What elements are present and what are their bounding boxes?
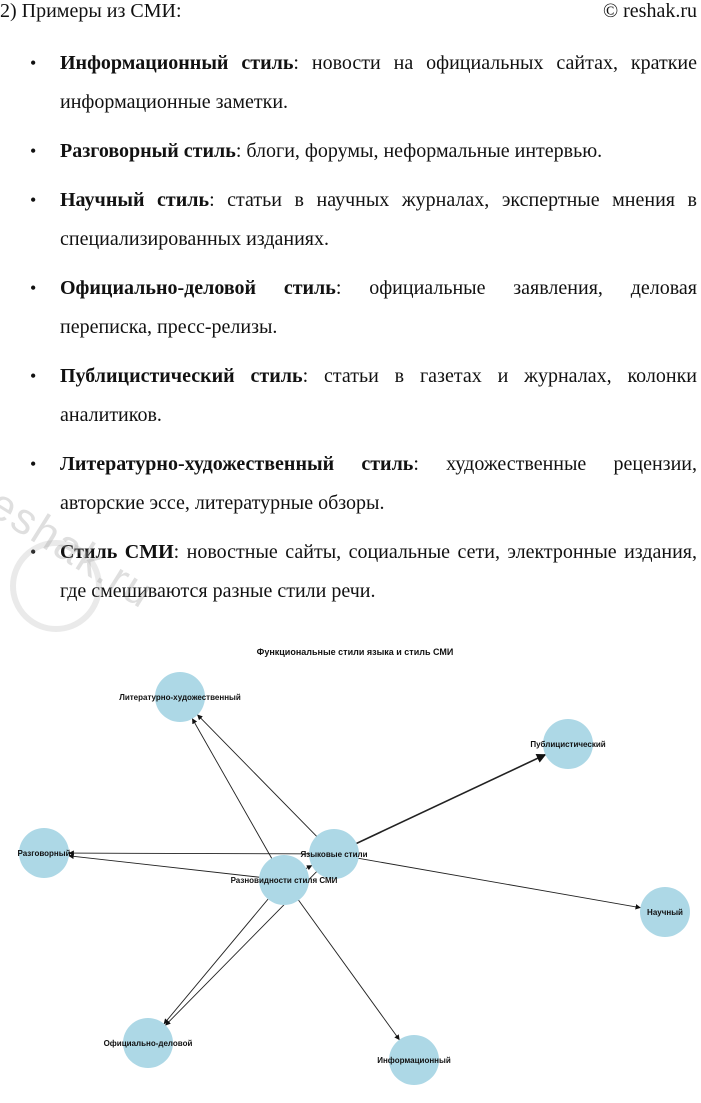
style-description: : статьи в газетах и журналах, колонки а… — [60, 365, 697, 426]
node-label-ofic: Официально-деловой — [104, 1039, 193, 1048]
node-lit — [155, 672, 205, 722]
edge-yaz-nauch — [337, 854, 641, 910]
node-label-razg: Разговорный — [17, 849, 70, 858]
edge-smi-ofic — [163, 882, 282, 1025]
style-term: Научный стиль — [60, 189, 210, 211]
list-item: Информационный стиль: новости на официал… — [0, 44, 697, 122]
style-description: : официальные заявления, деловая перепис… — [60, 277, 697, 338]
diagram-edges — [68, 714, 641, 1041]
style-description: : блоги, форумы, неформальные интервью. — [235, 140, 603, 162]
edge-yaz-pub — [337, 753, 547, 854]
node-label-pub: Публицистический — [530, 740, 605, 749]
styles-diagram: Функциональные стили языка и стиль СМИ Л… — [17, 647, 690, 1085]
node-inform — [389, 1035, 439, 1085]
list-item: Научный стиль: статьи в научных журналах… — [0, 181, 697, 259]
style-term: Литературно-художественный стиль — [60, 453, 414, 475]
node-label-lit: Литературно-художественный — [119, 693, 241, 702]
node-smi — [259, 855, 309, 905]
style-term: Стиль СМИ — [60, 541, 174, 563]
list-item: Официально-деловой стиль: официальные за… — [0, 269, 697, 347]
node-label-nauch: Научный — [647, 908, 683, 917]
examples-list: Информационный стиль: новости на официал… — [0, 44, 697, 621]
style-description: : статьи в научных журналах, экспертные … — [60, 189, 697, 250]
node-ofic — [123, 1018, 173, 1068]
source-credit: © reshak.ru — [602, 0, 697, 22]
style-description: : художественные рецензии, авторские эсс… — [60, 453, 697, 514]
node-label-yaz: Языковые стили — [300, 850, 367, 859]
style-term: Информационный стиль — [60, 52, 294, 74]
list-item: Публицистический стиль: статьи в газетах… — [0, 357, 697, 435]
node-pub — [543, 719, 593, 769]
node-yaz — [309, 829, 359, 879]
diagram-nodes: Литературно-художественныйПублицистическ… — [17, 672, 690, 1085]
list-item: Разговорный стиль: блоги, форумы, неформ… — [0, 132, 697, 171]
list-item: Стиль СМИ: новостные сайты, социальные с… — [0, 533, 697, 611]
page-header: 2) Примеры из СМИ: © reshak.ru — [0, 0, 701, 30]
node-label-inform: Информационный — [377, 1056, 451, 1065]
style-term: Официально-деловой стиль — [60, 277, 336, 299]
style-description: : новости на официальных сайтах, краткие… — [60, 52, 697, 113]
node-label-smi: Разновидности стиля СМИ — [231, 876, 338, 885]
node-nauch — [640, 887, 690, 937]
edge-yaz-lit — [197, 714, 332, 852]
section-heading: 2) Примеры из СМИ: — [0, 0, 182, 22]
style-term: Разговорный стиль — [60, 140, 236, 162]
style-term: Публицистический стиль — [60, 365, 303, 387]
node-razg — [19, 828, 69, 878]
edge-yaz-razg — [68, 850, 331, 856]
diagram-title: Функциональные стили языка и стиль СМИ — [257, 647, 454, 657]
style-description: : новостные сайты, социальные сети, элек… — [60, 541, 697, 602]
edge-smi-lit — [191, 718, 283, 877]
edge-smi-inform — [285, 882, 400, 1041]
edge-smi-razg — [68, 853, 281, 881]
list-item: Литературно-художественный стиль: художе… — [0, 445, 697, 523]
